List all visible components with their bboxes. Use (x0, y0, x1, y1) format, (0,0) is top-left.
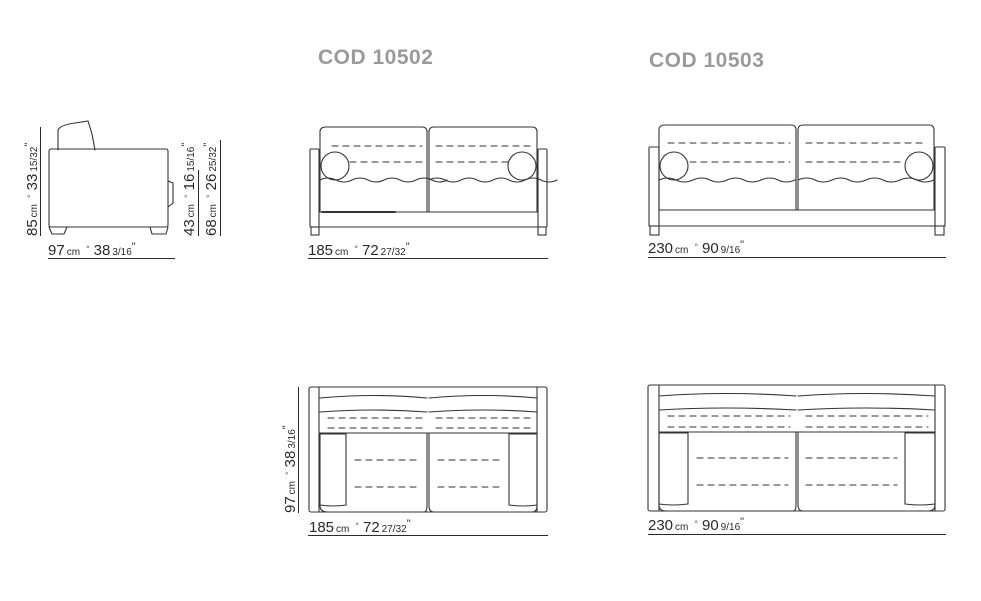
dim-separator: ° (183, 194, 193, 198)
dim-inch: 90 (701, 240, 719, 257)
dim-separator: ° (205, 194, 215, 198)
dim-frac: 3/16 (287, 429, 298, 449)
dim-inch-mark: " (405, 241, 410, 253)
seat-height-line (198, 170, 199, 236)
dim-cm: 97 (48, 242, 65, 259)
dim-inch: 38 (93, 242, 111, 259)
dim-unit: cm (186, 203, 197, 218)
dim-unit: cm (336, 524, 350, 535)
side-height-line (40, 127, 41, 236)
front-10503-width-line (648, 257, 946, 258)
side-view-drawing (48, 120, 174, 235)
dim-inch-mark: " (23, 142, 35, 147)
dim-cm: 185 (309, 519, 335, 536)
dim-frac: 15/32 (29, 146, 40, 172)
dim-cm: 185 (308, 242, 334, 259)
dim-cm: 85 (24, 219, 41, 236)
dim-inch-mark: " (281, 425, 293, 430)
dim-separator: ° (355, 521, 359, 531)
dim-inch: 72 (361, 242, 379, 259)
arm-height-line (220, 140, 221, 236)
side-height-label: 85cm ° 3315/32" (23, 142, 41, 236)
dim-cm: 97 (282, 496, 299, 513)
dim-frac: 9/16 (720, 522, 741, 533)
dim-cm: 230 (648, 517, 674, 534)
dim-frac: 27/32 (381, 524, 407, 535)
top-10502-depth-line (298, 387, 299, 513)
dim-unit: cm (208, 203, 219, 218)
dim-inch-mark: " (740, 239, 745, 251)
dim-cm: 43 (181, 219, 198, 236)
dim-separator: ° (284, 471, 294, 475)
dim-frac: 3/16 (112, 247, 132, 258)
dim-inch-mark: " (202, 142, 214, 147)
top-10502-depth-label: 97cm ° 383/16" (281, 425, 299, 513)
top-10502-width-line (308, 535, 548, 536)
dim-frac: 25/32 (208, 146, 219, 172)
model-code-10503: COD 10503 (649, 49, 765, 72)
seat-height-label: 43cm ° 1615/16" (180, 142, 198, 236)
dim-inch: 16 (181, 173, 198, 191)
dim-cm: 68 (203, 219, 220, 236)
dim-unit: cm (29, 203, 40, 218)
dim-separator: ° (354, 244, 358, 254)
dim-inch-mark: " (740, 516, 745, 528)
dim-unit: cm (287, 480, 298, 495)
model-code-10502: COD 10502 (318, 46, 434, 69)
dim-unit: cm (675, 522, 689, 533)
dim-inch-mark: " (180, 142, 192, 147)
front-view-10503-drawing (648, 124, 946, 236)
dim-inch: 33 (24, 173, 41, 191)
dim-separator: ° (86, 244, 90, 254)
arm-height-label: 68cm ° 2625/32" (202, 142, 220, 236)
top-10503-width-line (648, 534, 946, 535)
dim-frac: 27/32 (380, 247, 406, 258)
side-depth-line (48, 258, 175, 259)
dim-unit: cm (675, 245, 689, 256)
dim-inch: 38 (282, 450, 299, 468)
front-10502-width-line (308, 258, 548, 259)
dim-frac: 15/16 (186, 146, 197, 172)
dim-inch-mark: " (406, 518, 411, 530)
dim-unit: cm (66, 247, 81, 258)
dim-inch-mark: " (131, 241, 136, 253)
dim-frac: 9/16 (720, 245, 741, 256)
dim-inch: 72 (362, 519, 380, 536)
dim-separator: ° (694, 242, 698, 252)
top-view-10502-drawing (308, 386, 548, 513)
dim-separator: ° (26, 194, 36, 198)
dim-cm: 230 (648, 240, 674, 257)
dim-inch: 90 (701, 517, 719, 534)
dim-separator: ° (694, 519, 698, 529)
front-view-10502-drawing (309, 126, 558, 236)
dim-inch: 26 (203, 173, 220, 191)
dim-unit: cm (335, 247, 349, 258)
top-view-10503-drawing (647, 384, 946, 512)
